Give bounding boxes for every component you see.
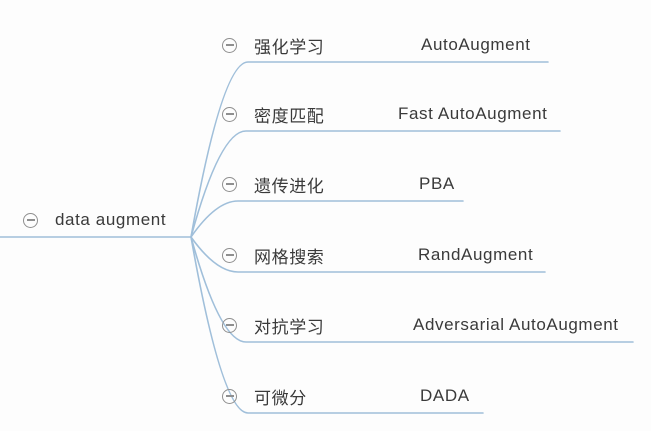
branch-node-label[interactable]: 强化学习 [254,37,325,57]
leaf-node-label[interactable]: PBA [419,174,455,193]
branch-node-label[interactable]: 遗传进化 [254,176,325,196]
connector-branch-4 [190,236,546,273]
leaf-node-label[interactable]: AutoAugment [421,35,531,54]
branch-node-label[interactable]: 网格搜索 [254,247,325,267]
leaf-node-pba[interactable]: PBA [419,173,455,195]
branch-node-label[interactable]: 密度匹配 [254,106,325,126]
root-node[interactable]: data augment [23,209,166,231]
branch-node-density-matching[interactable]: 密度匹配 [222,103,325,126]
collapse-minus-icon[interactable] [222,176,237,192]
connector-branch-3 [190,200,464,238]
leaf-node-label[interactable]: DADA [420,386,470,405]
leaf-node-dada[interactable]: DADA [420,385,470,407]
root-node-label[interactable]: data augment [55,210,167,229]
collapse-minus-icon[interactable] [222,37,237,53]
collapse-minus-icon[interactable] [222,247,237,263]
branch-node-adversarial-learning[interactable]: 对抗学习 [222,314,325,337]
leaf-node-adversarial-autoaugment[interactable]: Adversarial AutoAugment [413,314,619,336]
connector-branch-5 [190,236,634,343]
branch-node-genetic-evolution[interactable]: 遗传进化 [222,173,325,196]
collapse-minus-icon[interactable] [23,212,38,228]
leaf-node-autoaugment[interactable]: AutoAugment [421,34,531,56]
collapse-minus-icon[interactable] [222,317,237,333]
leaf-node-label[interactable]: Fast AutoAugment [398,104,548,123]
branch-node-label[interactable]: 对抗学习 [254,317,325,337]
branch-node-differentiable[interactable]: 可微分 [222,385,307,408]
branch-node-label[interactable]: 可微分 [254,388,307,408]
branch-node-grid-search[interactable]: 网格搜索 [222,244,325,267]
leaf-node-label[interactable]: RandAugment [418,245,534,264]
leaf-node-label[interactable]: Adversarial AutoAugment [413,315,619,334]
collapse-minus-icon[interactable] [222,388,237,404]
collapse-minus-icon[interactable] [222,106,237,122]
leaf-node-randaugment[interactable]: RandAugment [418,244,533,266]
connector-branch-6 [190,236,484,414]
connector-branch-1 [190,61,549,238]
connector-branch-2 [190,130,561,238]
leaf-node-fast-autoaugment[interactable]: Fast AutoAugment [398,103,547,125]
branch-node-reinforcement-learning[interactable]: 强化学习 [222,34,325,57]
